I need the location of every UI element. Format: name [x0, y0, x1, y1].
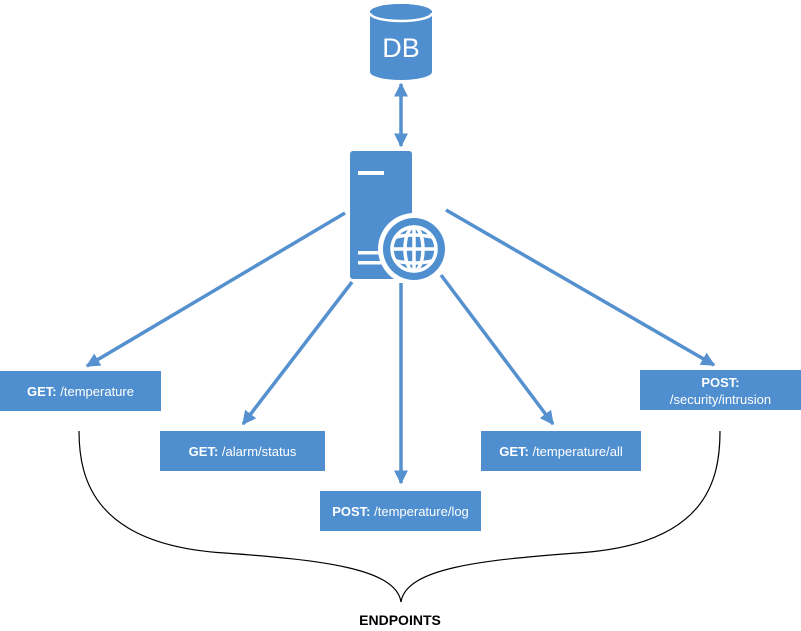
endpoint-get-alarm-status: GET: /alarm/status [160, 431, 325, 471]
endpoint-method: GET: [27, 384, 57, 399]
endpoint-post-temperature-log: POST: /temperature/log [320, 491, 481, 531]
endpoint-path: /security/intrusion [670, 392, 771, 407]
endpoint-method: POST: [332, 504, 370, 519]
endpoints-label: ENDPOINTS [359, 612, 441, 628]
endpoint-path: /temperature/log [374, 504, 469, 519]
endpoint-method: GET: [499, 444, 529, 459]
endpoints-brace [78, 430, 721, 603]
connector-get-temperature [85, 211, 346, 368]
endpoint-get-temperature-all: GET: /temperature/all [481, 431, 641, 471]
connector-get-alarm-status [241, 280, 354, 426]
svg-text:POST:: POST: [701, 375, 739, 390]
database-icon: DB [368, 4, 434, 80]
endpoint-method: POST: [701, 375, 739, 390]
connector-post-security-intrusion [445, 208, 716, 367]
svg-text:GET: /temperature: GET: /temperature [27, 384, 134, 399]
endpoint-path: /temperature [60, 384, 134, 399]
svg-text:GET: /temperature/all: GET: /temperature/all [499, 444, 623, 459]
globe-icon [390, 225, 438, 273]
endpoint-post-security-intrusion: POST: /security/intrusion [640, 370, 801, 410]
database-label: DB [382, 33, 420, 63]
svg-text:GET: /alarm/status: GET: /alarm/status [189, 444, 297, 459]
endpoint-path: /alarm/status [222, 444, 297, 459]
endpoint-method: GET: [189, 444, 219, 459]
endpoint-get-temperature: GET: /temperature [0, 371, 161, 411]
connector-get-temperature-all [439, 273, 555, 426]
endpoint-path: /temperature/all [532, 444, 622, 459]
web-server-icon [350, 151, 450, 285]
svg-text:POST: /temperature/log: POST: /temperature/log [332, 504, 469, 519]
